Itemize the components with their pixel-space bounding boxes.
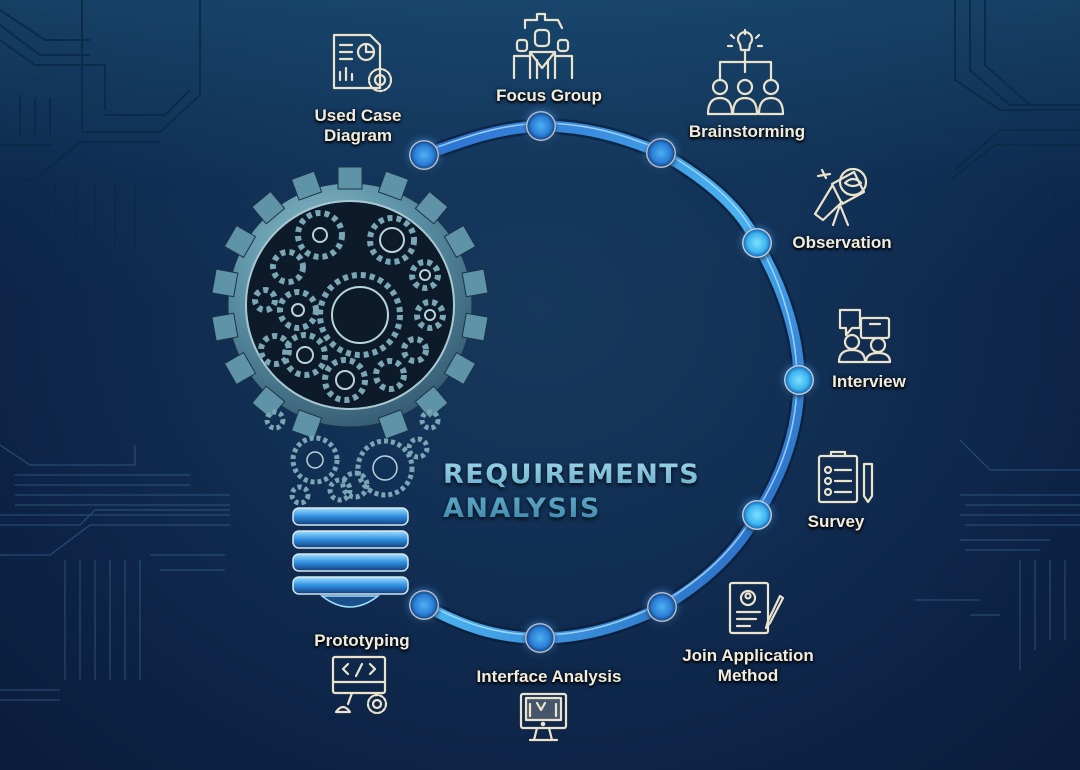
label-line-1: Focus Group (496, 86, 602, 105)
label-interface-analysis: Interface Analysis (477, 667, 622, 687)
group-network-icon (512, 12, 574, 80)
node-used-case-diagram[interactable] (409, 140, 439, 170)
label-observation: Observation (792, 233, 891, 253)
node-interface-analysis[interactable] (525, 623, 555, 653)
label-line-2: Diagram (323, 126, 393, 145)
label-line-1: Interface Analysis (476, 667, 622, 686)
monitor-interface-icon (519, 692, 568, 742)
label-focus-group: Focus Group (496, 86, 602, 106)
node-join-application-method[interactable] (647, 592, 677, 622)
label-line-1: Join Application (682, 646, 814, 665)
node-brainstorming[interactable] (646, 138, 676, 168)
node-focus-group[interactable] (526, 111, 556, 141)
node-interview[interactable] (784, 365, 814, 395)
label-line-1: Used Case (314, 106, 402, 125)
label-brainstorming: Brainstorming (689, 122, 805, 142)
label-join-application-method: Join Application Method (682, 646, 814, 686)
telescope-eye-icon (813, 167, 868, 227)
resume-pen-icon (728, 581, 785, 635)
chat-people-icon (837, 308, 892, 364)
monitor-code-gear-icon (331, 655, 388, 715)
label-line-1: Brainstorming (688, 122, 806, 141)
label-line-1: Prototyping (314, 631, 410, 650)
document-chart-gear-icon (332, 33, 393, 93)
label-used-case-diagram: Used Case Diagram (315, 106, 402, 146)
label-line-1: Survey (807, 512, 865, 531)
label-line-1: Interview (832, 372, 906, 391)
label-line-2: Method (717, 666, 779, 685)
label-prototyping: Prototyping (314, 631, 409, 651)
team-lightbulb-icon (706, 28, 785, 116)
label-interview: Interview (832, 372, 906, 392)
clipboard-checklist-icon (817, 450, 874, 504)
node-survey[interactable] (742, 500, 772, 530)
label-survey: Survey (808, 512, 865, 532)
node-observation[interactable] (742, 228, 772, 258)
node-prototyping[interactable] (409, 590, 439, 620)
label-line-1: Observation (792, 233, 892, 252)
